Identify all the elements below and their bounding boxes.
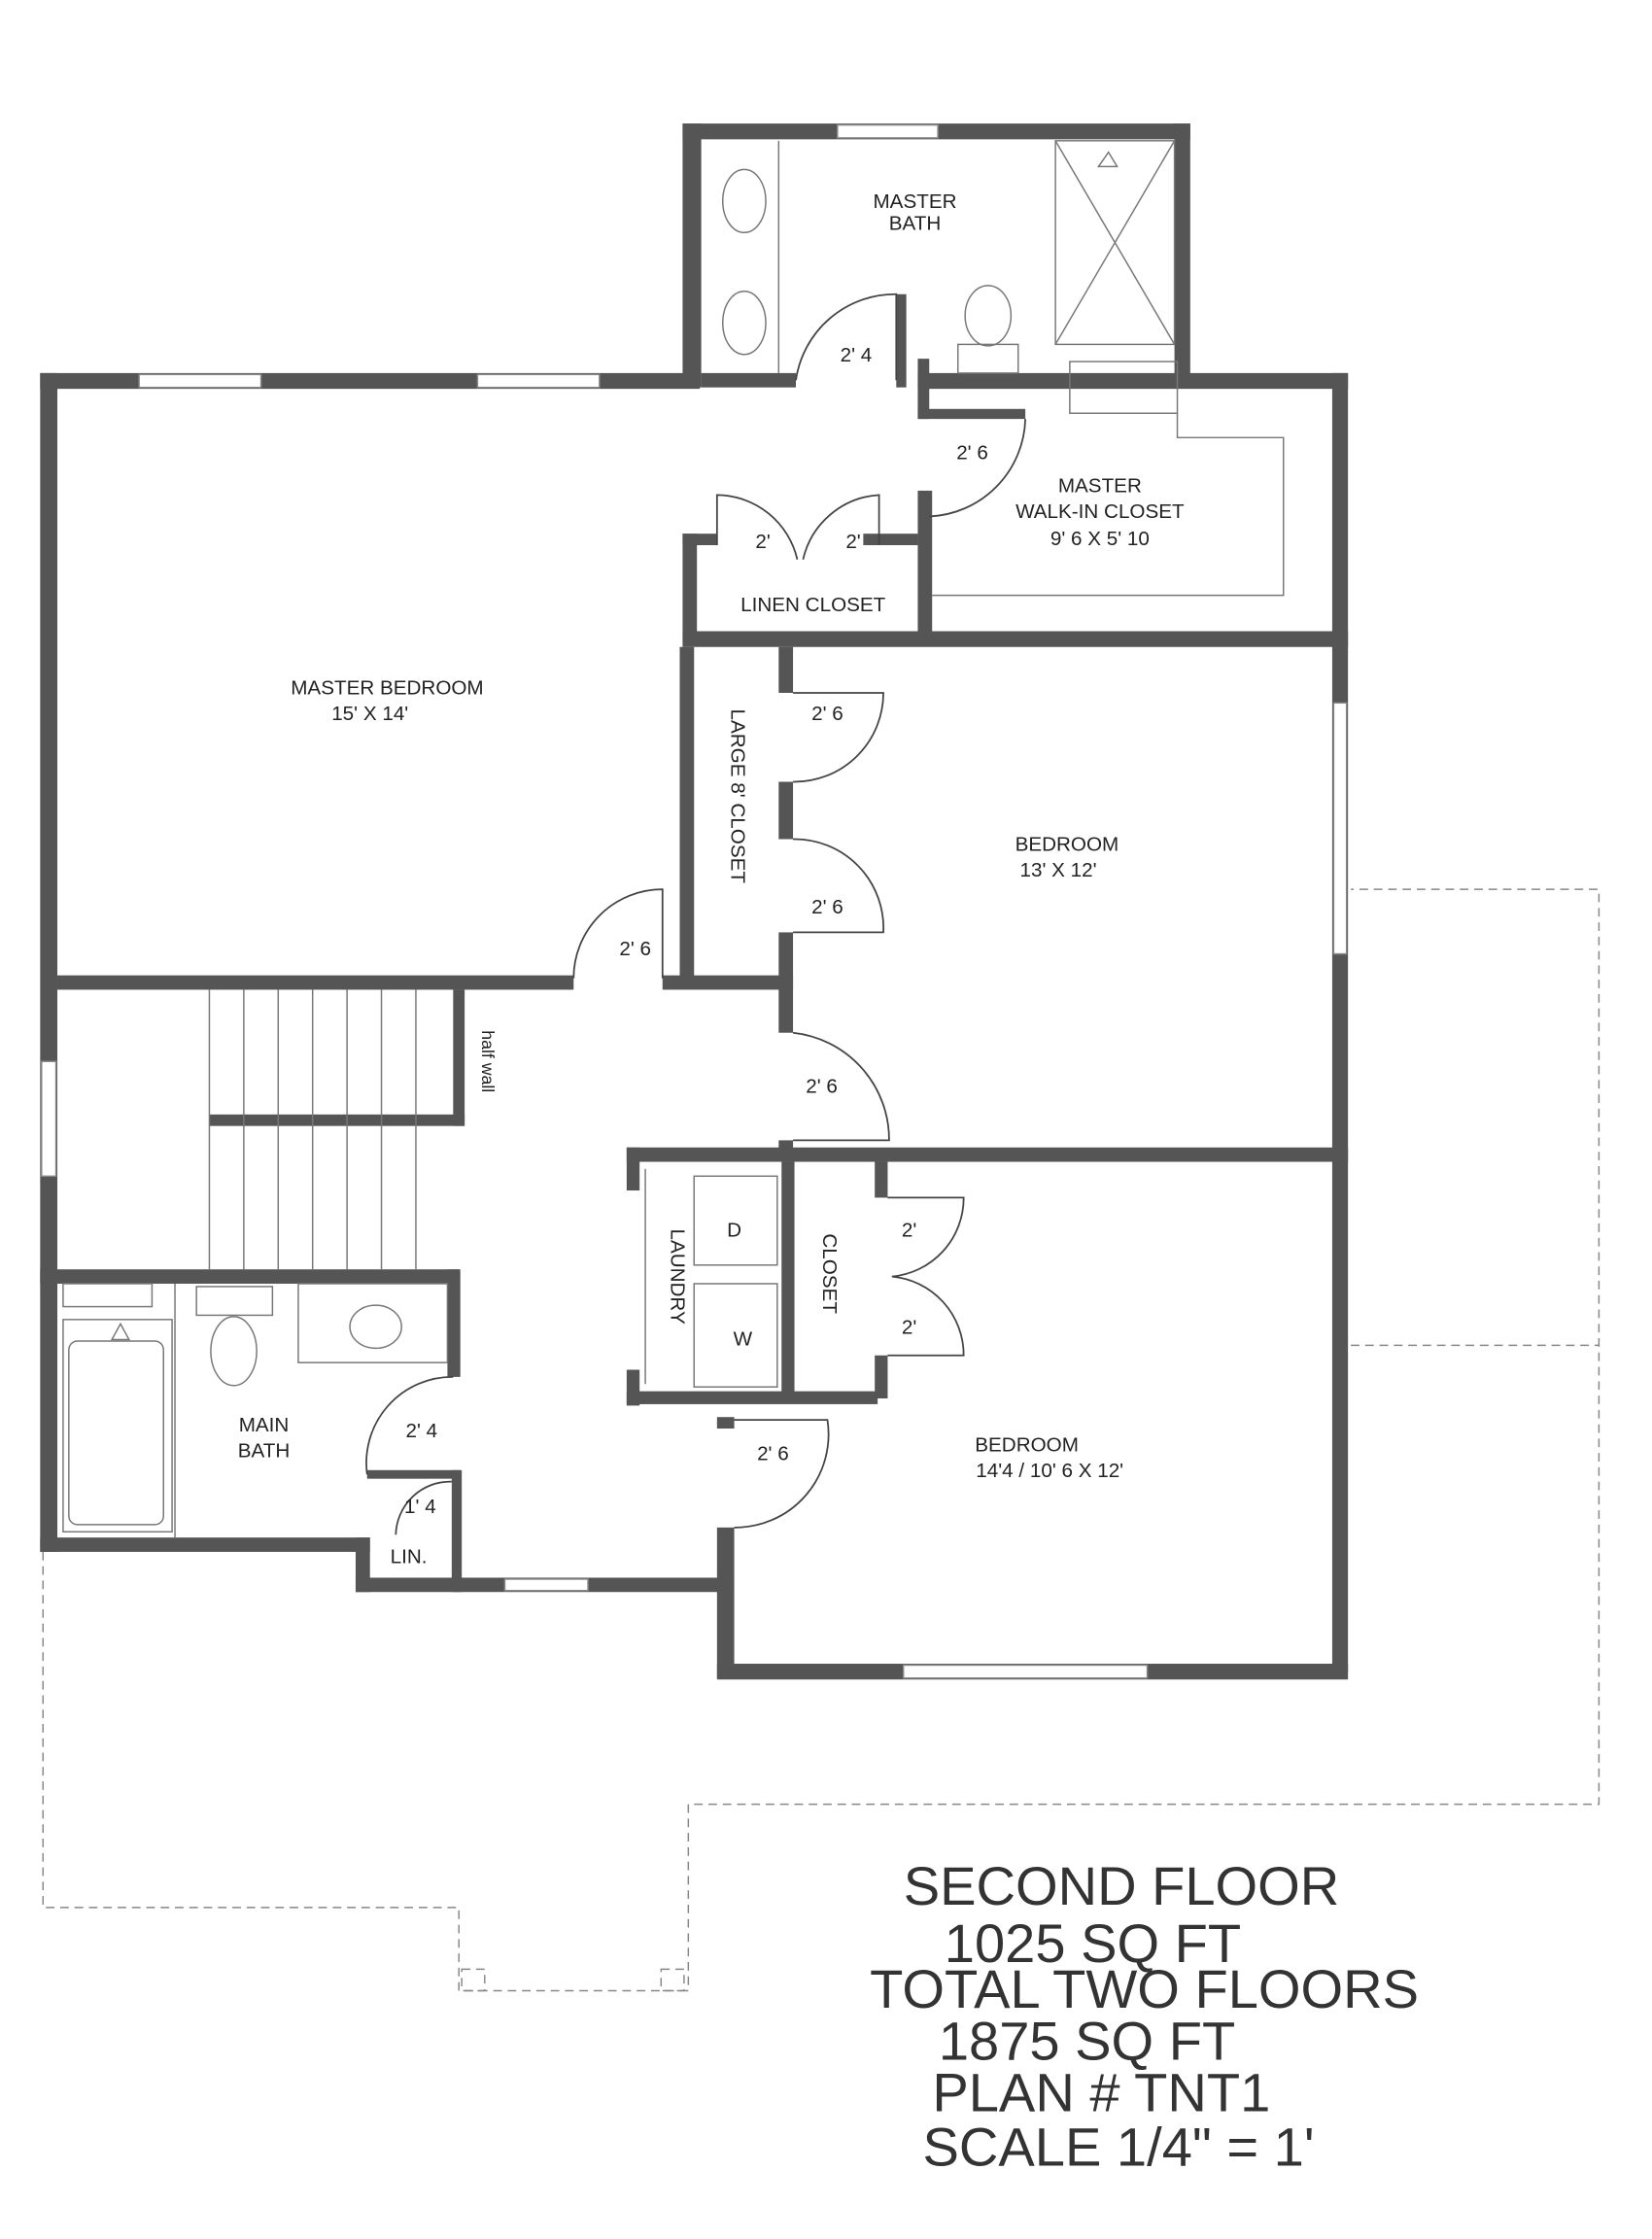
lower-floor-outline [42, 888, 1600, 1992]
room-main-bath-1: MAIN [239, 1414, 290, 1436]
dryer [693, 1175, 778, 1266]
title-line: PLAN # TNT1 [932, 2061, 1270, 2122]
title-line: SCALE 1/4" = 1' [923, 2117, 1315, 2178]
room-closet: CLOSET [818, 1233, 841, 1314]
windows [41, 123, 1348, 1679]
room-linen-closet: LINEN CLOSET [740, 594, 886, 616]
door-label: 2' 6 [757, 1442, 789, 1464]
sink-icon [349, 1304, 402, 1350]
door-labels: 2' 4 2' 6 2' 2' 2' 6 2' 6 2' 6 2' 6 2' 2… [404, 344, 988, 1518]
title-line: SECOND FLOOR [904, 1855, 1340, 1916]
door-label: 2' 4 [841, 344, 873, 366]
room-bedroom-2: BEDROOM [975, 1434, 1079, 1457]
room-bedroom-2-size: 14'4 / 10' 6 X 12' [976, 1460, 1123, 1482]
room-master-closet-2: WALK-IN CLOSET [1015, 500, 1185, 523]
door-label: 2' 6 [806, 1076, 838, 1098]
title-line: TOTAL TWO FLOORS [870, 1958, 1419, 2019]
door-label: 1' 4 [404, 1496, 436, 1518]
half-wall-label: half wall [478, 1030, 498, 1092]
door-label: 2' [902, 1317, 916, 1339]
room-large-closet: LARGE 8' CLOSET [727, 709, 749, 884]
sink-icon [722, 168, 767, 234]
door-label: 2' 4 [406, 1420, 438, 1442]
dryer-label: D [727, 1219, 741, 1241]
room-master-closet-1: MASTER [1058, 474, 1142, 497]
door-label: 2' [902, 1219, 916, 1241]
room-master-bedroom-1: MASTER BEDROOM [291, 676, 483, 699]
room-master-bath-2: BATH [889, 212, 942, 234]
title-block: SECOND FLOOR 1025 SQ FT TOTAL TWO FLOORS… [870, 1855, 1419, 2178]
room-laundry: LAUNDRY [667, 1228, 689, 1324]
room-master-closet-3: 9' 6 X 5' 10 [1050, 528, 1150, 550]
title-line: 1875 SQ FT [939, 2010, 1235, 2071]
washer [693, 1283, 778, 1388]
walls [40, 123, 1349, 1680]
title-line: 1025 SQ FT [945, 1912, 1241, 1974]
room-main-bath-2: BATH [238, 1440, 291, 1463]
room-labels: MASTER BATH MASTER WALK-IN CLOSET 9' 6 X… [238, 190, 1185, 1568]
toilet-icon [964, 285, 1013, 347]
door-label: 2' 6 [811, 896, 843, 918]
toilet-icon [210, 1316, 258, 1387]
door-label: 2' [845, 531, 860, 553]
shower [1054, 140, 1176, 346]
doors [365, 293, 1027, 1535]
door-label: 2' 6 [619, 938, 651, 960]
bathtub [62, 1319, 173, 1533]
room-master-bath-1: MASTER [873, 190, 956, 213]
door-label: 2' 6 [956, 441, 988, 464]
room-bedroom-1: BEDROOM [1015, 833, 1119, 855]
fixtures [62, 140, 1285, 1538]
sink-icon [722, 291, 767, 356]
door-label: 2' [755, 531, 770, 553]
room-master-bedroom-2: 15' X 14' [331, 703, 408, 725]
room-lin: LIN. [391, 1546, 428, 1568]
door-label: 2' 6 [811, 703, 843, 725]
room-bedroom-1-size: 13' X 12' [1020, 859, 1097, 881]
washer-label: W [734, 1327, 753, 1350]
stairs [208, 989, 417, 1270]
